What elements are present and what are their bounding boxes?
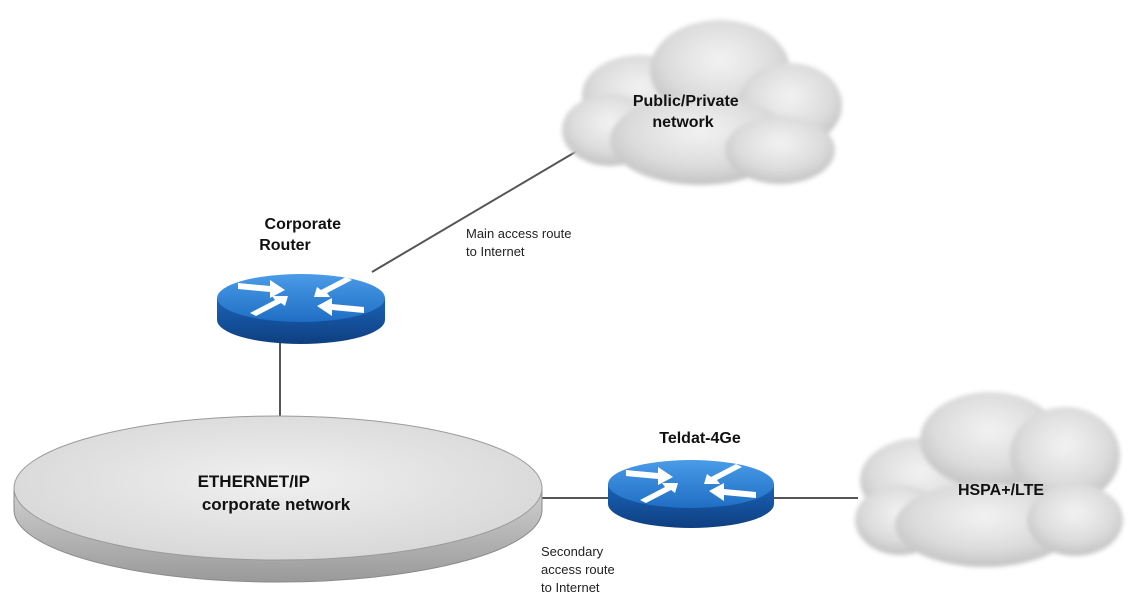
main-route-line1: Main access route xyxy=(466,226,572,241)
public-private-cloud: Public/Private network xyxy=(562,20,842,185)
svg-text:ETHERNET/IP corporate ne: ETHERNET/IP corporate network xyxy=(198,472,351,514)
secondary-route-line2: access route xyxy=(541,562,615,577)
secondary-route-line3: to Internet xyxy=(541,580,600,595)
teldat-router: Teldat-4Ge xyxy=(608,430,774,528)
cloud-public-line1: Public/Private xyxy=(633,93,739,110)
hspa-lte-cloud: HSPA+/LTE xyxy=(855,392,1123,567)
secondary-route-line1: Secondary xyxy=(541,544,604,559)
cloud-hspa-label: HSPA+/LTE xyxy=(958,482,1044,499)
corporate-router: Corporate Router xyxy=(217,216,385,344)
network-line2: corporate network xyxy=(202,495,351,514)
svg-text:Public/Private network: Public/Private network xyxy=(633,93,743,131)
router-corporate-line1: Corporate xyxy=(265,216,342,233)
main-route-line2: to Internet xyxy=(466,244,525,259)
connection-lines xyxy=(279,150,858,499)
corporate-network-disc: ETHERNET/IP corporate network xyxy=(13,415,543,583)
line-router-to-cloud xyxy=(371,150,578,273)
router-corporate-line2: Router xyxy=(259,237,311,254)
router-teldat-label: Teldat-4Ge xyxy=(659,430,741,447)
secondary-route-label: Secondary access route to Internet xyxy=(541,544,618,595)
cloud-public-line2: network xyxy=(652,114,713,131)
network-line1: ETHERNET/IP xyxy=(198,472,310,491)
router-arrows-icon xyxy=(238,277,364,316)
svg-text:Corporate Router: Corporate Router xyxy=(259,216,345,254)
router-arrows-icon xyxy=(626,464,756,503)
main-route-label: Main access route to Internet xyxy=(466,226,575,259)
